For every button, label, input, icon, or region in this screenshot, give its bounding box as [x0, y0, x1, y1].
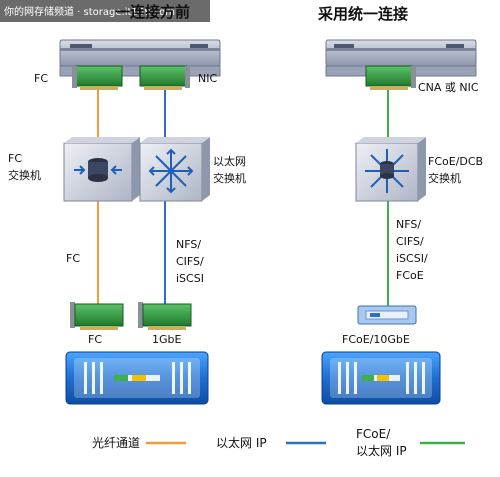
right-storage-port-label: FCoE/10GbE	[342, 333, 410, 346]
left-title: 一连接方前	[115, 3, 190, 21]
left-ethernet-switch-label-1: 以太网	[213, 155, 246, 168]
right-link-label-4: FCoE	[396, 269, 424, 282]
left-fc-switch-label-1: FC	[8, 152, 22, 165]
right-link-label-2: CIFS/	[396, 235, 424, 248]
left-ethernet-switch	[139, 137, 210, 202]
right-storage-port	[357, 305, 417, 325]
left-ethernet-link-label-2: CIFS/	[176, 255, 204, 268]
legend-ethernet-label: 以太网 IP	[216, 435, 267, 450]
right-storage-array	[321, 351, 441, 405]
left-storage-ethernet-card	[138, 302, 192, 330]
right-cna-card	[365, 65, 416, 90]
left-nic-card	[139, 65, 190, 90]
watermark-bar	[0, 0, 210, 22]
left-ethernet-link-label-1: NFS/	[176, 238, 201, 251]
left-fc-link-label: FC	[66, 252, 80, 265]
left-storage-fc-card	[70, 302, 124, 330]
right-switch-label-2: 交换机	[428, 171, 461, 185]
right-link-label-1: NFS/	[396, 218, 421, 231]
watermark-text: 你的网存储频道 · storage.it168.com	[4, 5, 175, 18]
right-switch-label-1: FCoE/DCB	[428, 155, 483, 168]
left-nic-label: NIC	[198, 72, 217, 85]
legend-fcoe-label-2: 以太网 IP	[356, 443, 407, 458]
left-ethernet-switch-label-2: 交换机	[213, 171, 246, 185]
right-link-label-3: iSCSI/	[396, 252, 428, 265]
left-storage-ethernet-label: 1GbE	[152, 333, 182, 346]
left-storage-array	[65, 351, 209, 405]
legend: 光纤通道 以太网 IP FCoE/ 以太网 IP	[92, 427, 465, 458]
left-fc-switch	[63, 137, 140, 202]
right-fcoe-dcb-switch	[355, 137, 426, 202]
left-fc-switch-label-2: 交换机	[8, 168, 41, 182]
legend-fcoe-label-1: FCoE/	[356, 427, 391, 441]
right-cna-label: CNA 或 NIC	[418, 81, 479, 94]
left-ethernet-link-label-3: iSCSI	[176, 272, 204, 285]
right-title: 采用统一连接	[317, 5, 408, 23]
left-storage-fc-label: FC	[88, 333, 102, 346]
legend-fc-label: 光纤通道	[92, 436, 140, 450]
left-hba-label: FC	[34, 72, 48, 85]
left-hba-card	[72, 65, 123, 90]
